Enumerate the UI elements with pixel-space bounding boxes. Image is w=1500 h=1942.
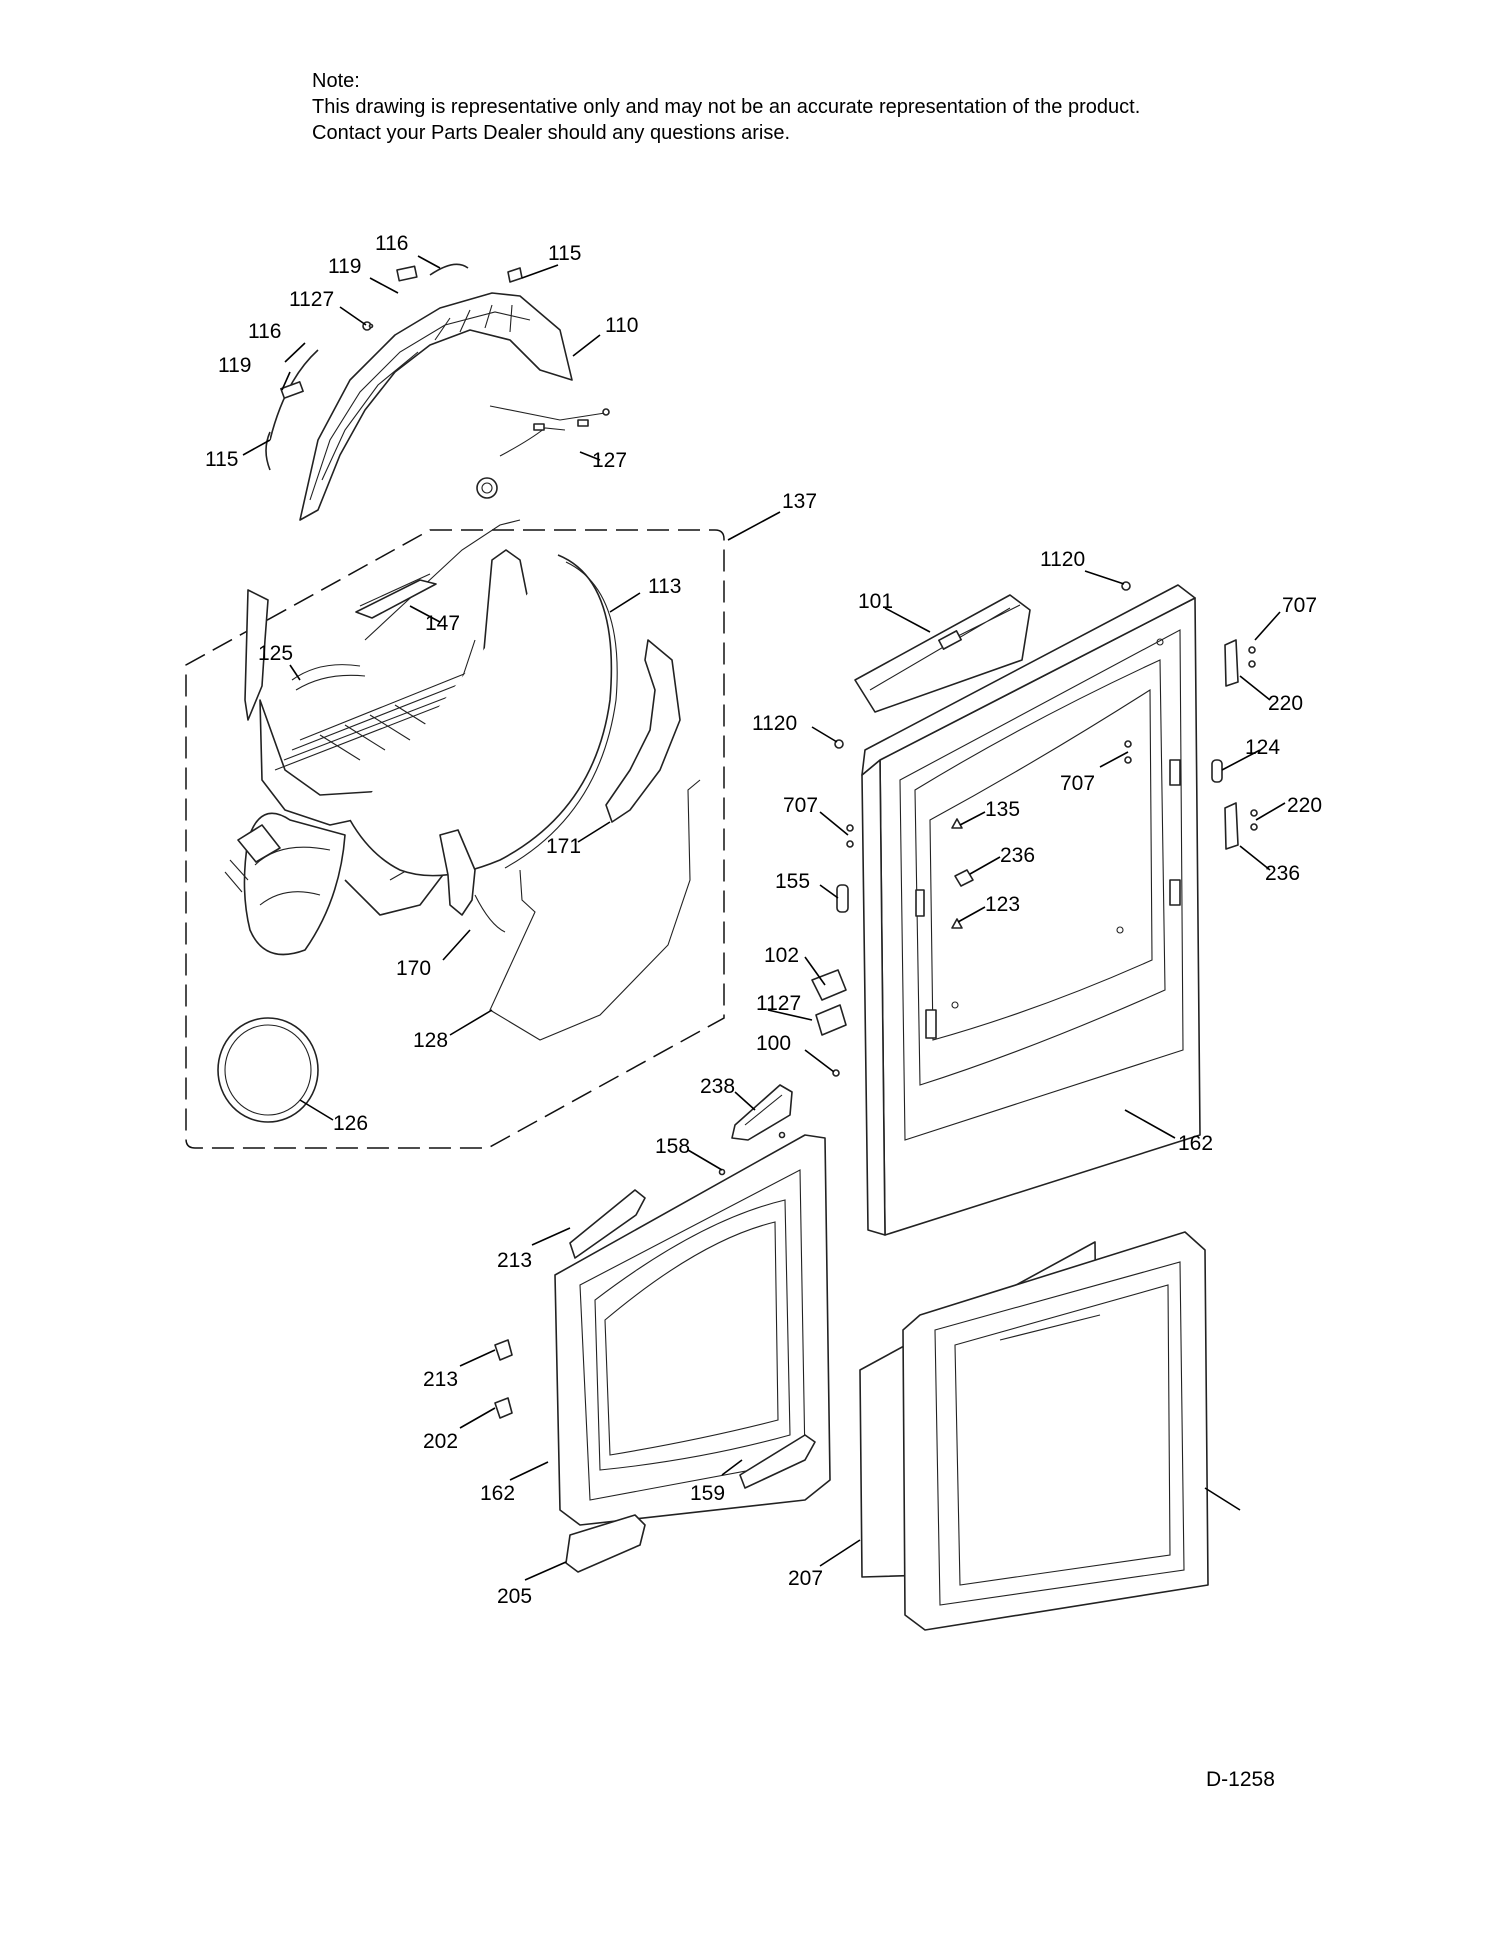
assembly-137-boundary: [185, 529, 725, 1149]
callout-127: 127: [592, 449, 627, 472]
note-line-1: This drawing is representative only and …: [312, 96, 1141, 118]
callout-220-upper: 220: [1268, 692, 1303, 715]
callout-162-bottom: 159: [690, 1482, 725, 1505]
callout-707-center: 707: [1060, 772, 1095, 795]
top-bracket-group: [265, 263, 573, 521]
note-heading: Note:: [312, 70, 360, 92]
callout-158: 213: [497, 1249, 532, 1272]
callout-707-lower-right: 220: [1287, 794, 1322, 817]
callout-238: 158: [655, 1135, 690, 1158]
callout-220-lower: 236: [1265, 862, 1300, 885]
callout-116-left: 116: [248, 320, 281, 343]
callout-1127-top: 1127: [289, 288, 334, 311]
handle-162-top: [731, 1084, 793, 1141]
callout-123: 155: [775, 870, 810, 893]
callout-101: 101: [858, 590, 893, 613]
callout-155: 102: [764, 944, 799, 967]
callout-113: 113: [648, 575, 681, 598]
callout-102: 1127: [756, 992, 801, 1015]
bracket-147: [355, 573, 437, 619]
callout-1127-right: 100: [756, 1032, 791, 1055]
callout-171: 171: [546, 835, 581, 858]
door-outer-207: [859, 1231, 1209, 1631]
callout-100: 162: [1178, 1132, 1213, 1155]
front-panel-100: [861, 584, 1201, 1236]
callout-213-upper: 213: [423, 1368, 458, 1391]
note-line-2: Contact your Parts Dealer should any que…: [312, 122, 791, 144]
seal-170: [439, 829, 506, 933]
diagram-id: D-1258: [1206, 1768, 1275, 1791]
wire-128: [489, 779, 701, 1041]
ring-126: [217, 1017, 319, 1123]
bracket-125: [291, 664, 366, 691]
seal-113: [349, 554, 618, 877]
callout-236-lower: 123: [985, 893, 1020, 916]
callout-205: 207: [788, 1567, 823, 1590]
callout-labels: 116 115 119 1127 110 116 119 115 127 137…: [205, 232, 1322, 1608]
callout-115-left: 115: [205, 448, 238, 471]
callout-137: 137: [782, 490, 817, 513]
callout-124: 124: [1245, 736, 1280, 759]
callout-110: 110: [605, 314, 638, 337]
callout-147: 147: [425, 612, 460, 635]
harness-127: [476, 405, 610, 499]
callout-707-upper-right: 707: [1282, 594, 1317, 617]
callout-125: 125: [258, 642, 293, 665]
door-frame-202: [494, 1134, 831, 1573]
callout-119-left: 119: [218, 354, 251, 377]
callout-162-top: 238: [700, 1075, 735, 1098]
callout-128: 128: [413, 1029, 448, 1052]
callout-116-top: 116: [375, 232, 408, 255]
callout-159: 205: [497, 1585, 532, 1608]
callout-236-upper: 135: [985, 798, 1020, 821]
callout-1120-top: 1120: [1040, 548, 1085, 571]
callout-119-top: 119: [328, 255, 361, 278]
callout-126: 126: [333, 1112, 368, 1135]
callout-170: 170: [396, 957, 431, 980]
seal-171: [605, 639, 681, 823]
control-101: [854, 594, 1031, 713]
note-block: Note: This drawing is representative onl…: [312, 68, 1140, 146]
leader-lines: [242, 255, 1286, 1581]
callout-213-lower: 202: [423, 1430, 458, 1453]
callout-1120-left: 1120: [752, 712, 797, 735]
callout-135: 236: [1000, 844, 1035, 867]
callout-115-top: 115: [548, 242, 581, 265]
callout-707-left: 707: [783, 794, 818, 817]
callout-202: 162: [480, 1482, 515, 1505]
